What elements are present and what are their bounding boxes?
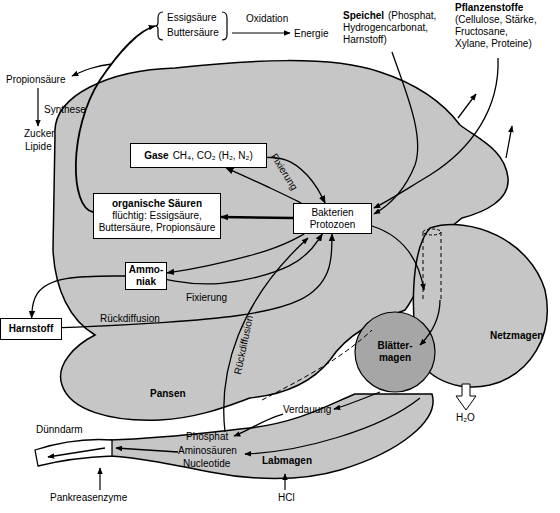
flow-arrow (234, 414, 283, 436)
connector-arrow (167, 234, 304, 273)
process-box: Ammo- niak (125, 262, 167, 290)
node-text: Harnstoff (9, 323, 53, 335)
flow-arrow (374, 58, 498, 208)
label-text: Phosphat (186, 431, 228, 443)
label-text: Lipide (25, 141, 52, 153)
node-text: CH₄, CO₂ (H₂, N₂) (173, 150, 253, 162)
label-text: Synthese (44, 104, 86, 116)
hollow-arrow (456, 384, 476, 410)
label-text: (Phosphat, Hydrogencarbonat, Harnstoff) (343, 10, 439, 46)
flow-arrow (458, 94, 476, 118)
groove-rim (423, 229, 441, 235)
node-text: organische Säuren (112, 198, 202, 210)
label-text: Speichel (343, 10, 384, 22)
connector-arrow (62, 234, 332, 328)
intestine-tube (35, 439, 112, 466)
flow-arrow (245, 398, 420, 454)
node-text: Bakterien Protozoen (294, 207, 371, 231)
compartment-border (262, 330, 372, 400)
edge-label: Fixierung (186, 292, 227, 304)
edge-label: Rückdiffusion (100, 313, 160, 325)
label-text: Verdauung (283, 404, 331, 416)
label-text: Essigsäure (167, 12, 216, 24)
bracket (155, 12, 163, 40)
flow-arrow (334, 392, 380, 409)
label-text: Pankreasenzyme (50, 492, 127, 504)
label-text: Dünndarm (36, 424, 83, 436)
flow-arrow (420, 300, 440, 345)
label-text: H₂O (456, 412, 475, 424)
process-box: Bakterien Protozoen (293, 203, 372, 234)
node-text: flüchtig: Essigsäure, Buttersäure, Propi… (94, 210, 220, 234)
groove-wall (423, 232, 441, 300)
bracket (222, 12, 227, 40)
process-box: Harnstoff (0, 318, 62, 340)
flow-arrow (224, 238, 308, 432)
label-text: Zucker (24, 128, 55, 140)
flow-arrow (506, 126, 512, 158)
connector-arrow (221, 217, 293, 218)
label-text: Propionsäure (6, 74, 65, 86)
label-text: Energie (294, 28, 328, 40)
flow-arrow (372, 226, 424, 290)
label-text: Buttersäure (167, 27, 219, 39)
flow-arrow (374, 52, 418, 214)
flow-arrow (48, 448, 105, 457)
label-text: Pansen (150, 388, 186, 400)
abomasum-shape (110, 394, 433, 479)
label-text: (Cellulose, Stärke, Fructosane, Xylane, … (455, 14, 541, 50)
label-text: Nucleotide (183, 458, 230, 470)
process-box: organische Säurenflüchtig: Essigsäure, B… (93, 193, 221, 239)
process-box: Gase CH₄, CO₂ (H₂, N₂) (130, 143, 267, 168)
node-text: Gase (144, 150, 168, 162)
label-text: Netzmagen (490, 330, 543, 342)
flow-arrow (37, 88, 38, 126)
label-text: Pflanzenstoffe (455, 2, 523, 14)
label-text: Labmagen (262, 455, 312, 467)
flow-arrow (284, 474, 285, 490)
label-text: Aminosäuren (178, 445, 237, 457)
label-text: Blätter- magen (369, 340, 421, 364)
connector-arrow (32, 276, 125, 318)
flow-arrow (232, 32, 290, 33)
connector-arrow (167, 234, 322, 284)
flow-arrow (116, 448, 178, 452)
flow-arrow (76, 26, 155, 212)
label-text: Oxidation (246, 13, 288, 25)
omasum-shape (355, 312, 435, 392)
flow-arrow (72, 64, 112, 76)
label-text: HCl (278, 492, 295, 504)
node-text: Ammo- niak (126, 264, 166, 288)
flow-arrow (99, 468, 100, 490)
